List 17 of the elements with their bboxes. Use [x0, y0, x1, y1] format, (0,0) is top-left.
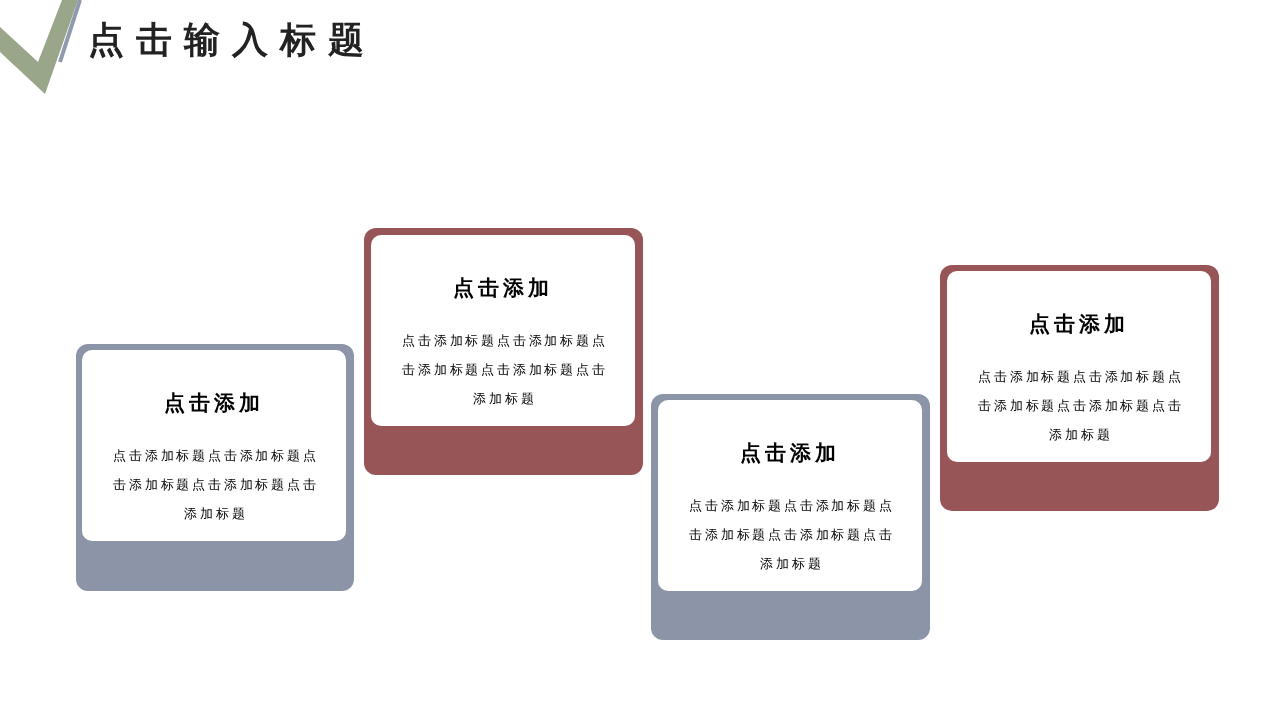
card-body-text: 点击添加标题点击添加标题点击添加标题点击添加标题点击添加标题 — [977, 368, 1185, 444]
card-backing — [651, 394, 930, 640]
text-card — [947, 271, 1211, 462]
card-body-text: 点击添加标题点击添加标题点击添加标题点击添加标题点击添加标题 — [112, 447, 320, 523]
text-card — [82, 350, 346, 541]
text-card — [658, 400, 922, 591]
card-body-text: 点击添加标题点击添加标题点击添加标题点击添加标题点击添加标题 — [401, 332, 609, 408]
card-heading: 点击添加 — [739, 440, 841, 467]
card-heading: 点击添加 — [163, 390, 265, 417]
card-heading: 点击添加 — [452, 275, 554, 302]
card-heading: 点击添加 — [1028, 311, 1130, 338]
card-backing — [364, 228, 643, 475]
slide-title: 点击输入标题 — [88, 20, 376, 60]
card-backing — [940, 265, 1219, 511]
card-backing — [76, 344, 354, 591]
text-card — [371, 235, 635, 426]
card-body-text: 点击添加标题点击添加标题点击添加标题点击添加标题点击添加标题 — [688, 497, 896, 573]
